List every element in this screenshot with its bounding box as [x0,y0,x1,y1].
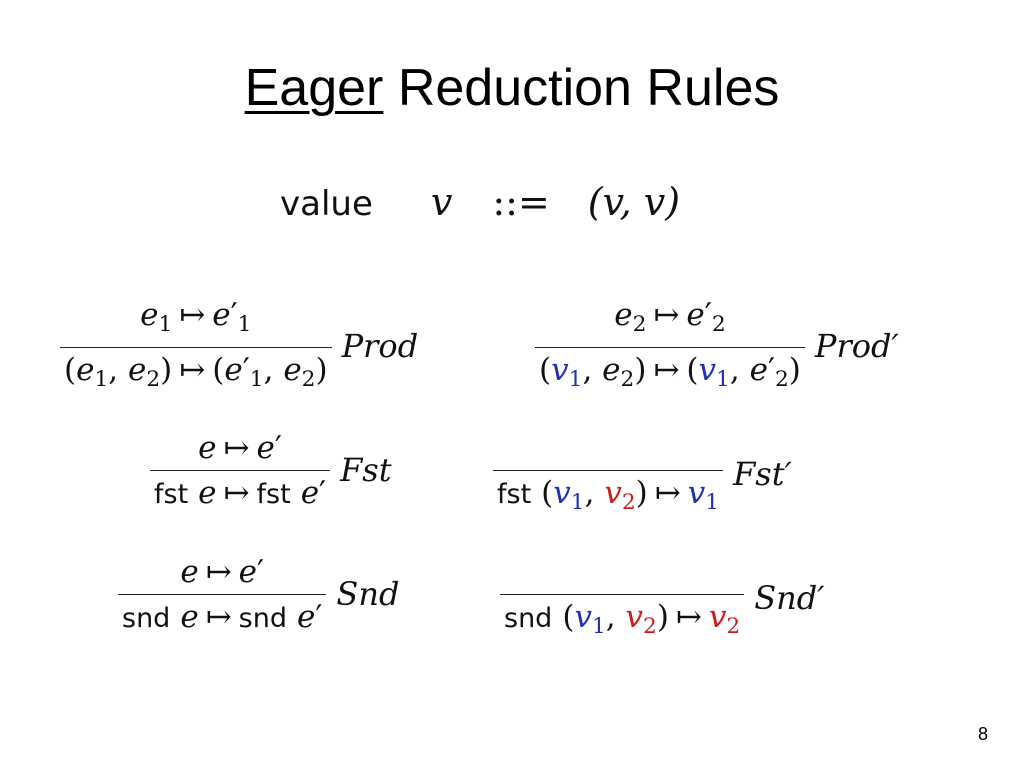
rule-prod-prime-fraction: e2↦e′2 (v1, e2)↦(v1, e′2) [535,295,805,400]
rule-fst-name: Fst [340,450,392,489]
rule-prod: e1↦e′1 (e1, e2)↦(e′1, e2) Prod [60,295,418,400]
rule-fst-prime-name: Fst′ [733,454,792,493]
rule-fst-premise: e↦e′ [198,430,282,466]
rule-snd-prime: snd(v1, v2)↦v2 Snd′ [500,552,825,647]
page-number: 8 [977,724,988,744]
rule-fst-prime-conclusion: fst(v1, v2)↦v1 [497,475,720,516]
rule-prod-prime-name: Prod′ [814,326,899,365]
rule-snd-premise: e↦e′ [180,554,265,590]
value-grammar: value v ::= (v, v) [280,180,680,240]
rule-fst-prime-bar [493,470,724,471]
rule-prod-premise: e1↦e′1 [140,297,252,338]
rule-prod-fraction: e1↦e′1 (e1, e2)↦(e′1, e2) [60,295,332,400]
rule-prod-prime-premise: e2↦e′2 [614,297,726,338]
rule-snd-prime-name: Snd′ [754,578,825,617]
rule-prod-prime: e2↦e′2 (v1, e2)↦(v1, e′2) Prod′ [535,295,899,400]
grammar-defines: ::= [492,180,550,224]
slide-title: Eager Reduction Rules [0,52,1024,124]
rule-fst-prime-premise [599,428,617,468]
grammar-keyword: value [280,184,373,224]
rule-prod-bar [60,347,332,349]
title-emphasis: Eager [244,59,384,117]
rule-snd-bar [118,594,327,595]
grammar-production: (v, v) [587,180,681,224]
rule-fst-bar [150,470,331,471]
rule-snd-prime-fraction: snd(v1, v2)↦v2 [500,552,745,647]
rule-prod-conclusion: (e1, e2)↦(e′1, e2) [64,352,328,393]
rule-snd-name: Snd [336,574,400,613]
rule-snd-prime-premise [613,552,631,592]
rule-snd-prime-bar [500,594,745,595]
grammar-metavar: v [430,180,453,224]
rule-snd-prime-conclusion: snd(v1, v2)↦v2 [504,599,741,640]
rule-prod-name: Prod [341,326,419,365]
rule-fst-prime: fst(v1, v2)↦v1 Fst′ [493,428,792,523]
title-rest: Reduction Rules [397,59,780,117]
rule-prod-prime-bar [535,347,805,349]
rule-prod-prime-conclusion: (v1, e2)↦(v1, e′2) [539,352,801,393]
rule-fst-prime-fraction: fst(v1, v2)↦v1 [493,428,724,523]
